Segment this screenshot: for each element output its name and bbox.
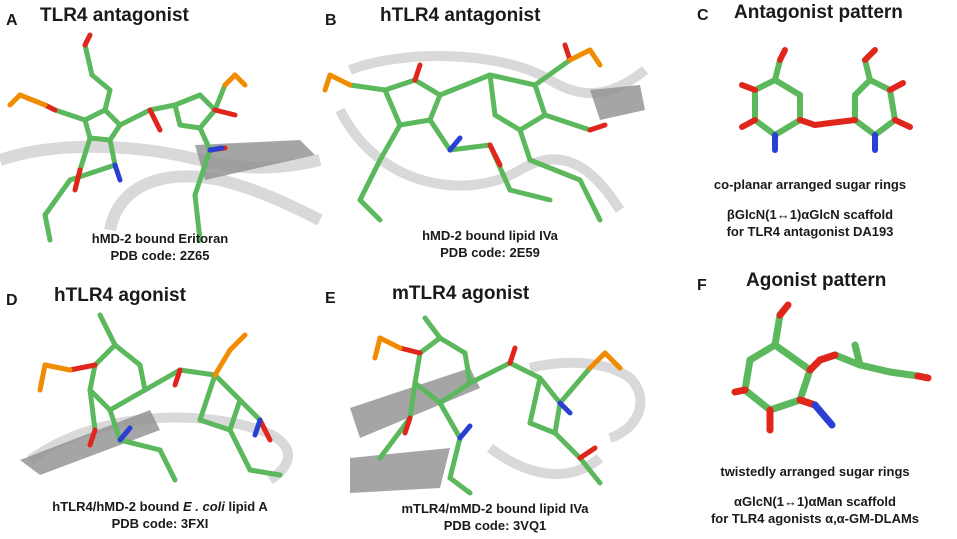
structure-image xyxy=(322,42,649,223)
panel-a: A TLR4 antagonist xyxy=(0,0,323,270)
beta-sheet xyxy=(590,85,645,120)
caption-line: co-planar arranged sugar rings xyxy=(713,177,907,192)
caption-text: hTLR4/hMD-2 bound xyxy=(52,499,183,514)
caption-line: αGlcN(1↔1)αMan scaffold xyxy=(734,494,896,509)
beta-sheet xyxy=(350,368,480,493)
structure-image xyxy=(0,32,323,243)
panel-caption: hMD-2 bound Eritoran PDB code: 2Z65 xyxy=(55,230,265,264)
panel-letter: A xyxy=(6,12,18,29)
panel-b: B hTLR4 antagonist xyxy=(320,0,660,270)
panel-f: F Agonist pattern twistedly arranged sug… xyxy=(660,270,957,539)
panel-title: hTLR4 antagonist xyxy=(380,5,541,26)
panel-letter: B xyxy=(325,12,337,29)
caption-species: E . coli xyxy=(182,499,225,514)
panel-caption: twistedly arranged sugar rings αGlcN(1↔1… xyxy=(675,463,955,527)
caption-line: PDB code: 2E59 xyxy=(440,245,540,260)
structure-image xyxy=(20,312,294,485)
sugar-scaffold-image xyxy=(739,47,913,153)
panel-e: E mTLR4 agonist xyxy=(320,270,660,539)
caption-line: mTLR4/mMD-2 bound lipid IVa xyxy=(401,501,589,516)
caption-line: hMD-2 bound Eritoran xyxy=(91,231,229,246)
sugar-scaffold-image xyxy=(731,301,932,434)
protein-ribbon xyxy=(27,412,294,485)
panel-letter: D xyxy=(6,292,18,309)
panel-d: D hTLR4 agonist hTLR4/h xyxy=(0,270,320,539)
panel-caption: hMD-2 bound lipid IVa PDB code: 2E59 xyxy=(380,227,600,261)
caption-line: PDB code: 2Z65 xyxy=(110,248,210,263)
caption-line: twistedly arranged sugar rings xyxy=(720,464,910,479)
panel-caption: co-planar arranged sugar rings βGlcN(1↔1… xyxy=(675,176,945,240)
protein-ribbon xyxy=(487,357,646,479)
caption-line: hTLR4/hMD-2 bound E . coli lipid A xyxy=(5,498,315,515)
structure-image xyxy=(350,315,646,496)
caption-line: hMD-2 bound lipid IVa xyxy=(422,228,558,243)
panel-letter: E xyxy=(325,290,336,307)
caption-line: βGlcN(1↔1)αGlcN scaffold xyxy=(726,207,894,222)
panel-title: Agonist pattern xyxy=(746,270,887,291)
panel-title: mTLR4 agonist xyxy=(392,283,530,304)
caption-line xyxy=(675,480,955,493)
panel-c: C Antagonist pattern co-planar arranged … xyxy=(660,0,957,270)
panel-title: hTLR4 agonist xyxy=(54,285,186,306)
caption-line: PDB code: 3FXI xyxy=(111,516,209,531)
caption-text: lipid A xyxy=(224,499,268,514)
caption-line: for TLR4 antagonist DA193 xyxy=(726,224,894,239)
panel-caption: hTLR4/hMD-2 bound E . coli lipid A PDB c… xyxy=(5,498,315,532)
caption-line: for TLR4 agonists α,α-GM-DLAMs xyxy=(710,511,920,526)
panel-letter: C xyxy=(697,7,709,24)
panel-title: TLR4 antagonist xyxy=(40,5,189,26)
panel-title: Antagonist pattern xyxy=(734,2,903,23)
panel-letter: F xyxy=(697,277,707,294)
protein-ribbon xyxy=(0,140,323,232)
panel-caption: mTLR4/mMD-2 bound lipid IVa PDB code: 3V… xyxy=(375,500,615,534)
caption-line: PDB code: 3VQ1 xyxy=(443,518,547,533)
caption-line xyxy=(675,193,945,206)
